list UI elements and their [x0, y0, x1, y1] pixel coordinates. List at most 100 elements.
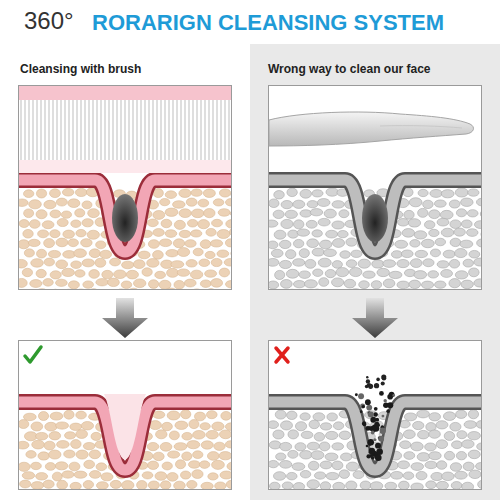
skin-cells: [19, 188, 231, 289]
cell: [455, 188, 468, 197]
cell: [450, 238, 461, 246]
cell: [431, 472, 443, 480]
cell: [429, 430, 441, 438]
cell: [186, 260, 197, 267]
cell: [110, 258, 121, 266]
cell: [461, 280, 473, 289]
cell: [437, 261, 449, 268]
dirt-dot: [362, 405, 365, 408]
cell: [179, 209, 191, 218]
cell: [89, 450, 100, 459]
cell: [153, 251, 164, 260]
cell: [478, 480, 481, 489]
cell: [179, 230, 190, 237]
cell: [293, 259, 305, 267]
cell: [309, 420, 319, 429]
dirt-dot: [381, 382, 385, 386]
cell: [397, 218, 408, 226]
cell: [32, 440, 45, 449]
cell: [363, 271, 375, 278]
cell: [404, 413, 416, 421]
cell: [159, 239, 171, 247]
cell: [469, 250, 480, 258]
cell: [75, 188, 87, 196]
dirt-dot: [371, 431, 375, 435]
cell: [162, 462, 172, 470]
cell: [37, 249, 47, 258]
cell: [397, 281, 409, 289]
cell: [414, 271, 427, 279]
cell: [311, 451, 324, 460]
cell: [167, 411, 180, 420]
cell: [122, 481, 134, 489]
cell: [76, 450, 88, 459]
cell: [449, 200, 460, 208]
cell: [225, 441, 231, 448]
cell: [307, 239, 319, 248]
cell: [269, 241, 278, 249]
cell: [148, 481, 159, 489]
dirt-dot: [370, 417, 376, 423]
cell: [229, 227, 231, 236]
cell: [461, 220, 472, 228]
cell: [418, 189, 428, 196]
skin-layer: [19, 394, 231, 470]
cell: [415, 250, 428, 257]
cell: [411, 442, 424, 451]
cell: [288, 430, 299, 439]
cell: [269, 258, 279, 266]
cell: [324, 209, 336, 218]
cell: [71, 220, 81, 228]
cell: [174, 443, 187, 451]
cell: [162, 422, 173, 430]
cell: [173, 239, 184, 248]
cell: [325, 453, 338, 461]
cell: [87, 230, 99, 239]
cell: [474, 258, 481, 266]
cell: [280, 442, 292, 450]
cell: [399, 481, 410, 489]
cell: [64, 410, 74, 419]
cell: [56, 260, 68, 269]
cell: [22, 472, 34, 480]
cell: [442, 472, 455, 481]
cell: [300, 451, 312, 459]
cell: [50, 189, 61, 198]
dirt-dot: [365, 399, 371, 405]
cell: [288, 450, 298, 458]
cell: [281, 421, 293, 430]
cell: [36, 432, 48, 440]
dirt-dot: [387, 402, 393, 408]
cell: [45, 463, 55, 471]
cell: [346, 481, 357, 489]
cell: [174, 220, 185, 229]
cell: [337, 230, 348, 237]
dirt-dot: [362, 421, 366, 425]
cell: [44, 239, 55, 248]
cell: [435, 238, 445, 246]
cell: [88, 209, 100, 218]
cell: [464, 421, 477, 429]
dirt-dot: [381, 375, 386, 380]
cell: [299, 271, 311, 279]
cell: [71, 440, 82, 449]
cell: [436, 440, 447, 449]
cell: [57, 441, 70, 449]
cell: [279, 260, 291, 268]
cell: [219, 268, 229, 277]
cell: [49, 432, 61, 440]
cell: [192, 470, 203, 479]
cell: [29, 220, 40, 229]
cell: [346, 238, 357, 246]
cell: [282, 482, 293, 489]
cell: [62, 268, 75, 276]
down-arrow: [102, 298, 148, 338]
cell: [301, 431, 313, 438]
cell: [83, 442, 95, 449]
cell: [110, 480, 121, 488]
panel-heading: Cleansing with brush: [20, 62, 141, 76]
cell: [177, 269, 189, 276]
skin-layer: [269, 375, 481, 470]
cell: [96, 482, 108, 489]
cell: [219, 430, 231, 439]
